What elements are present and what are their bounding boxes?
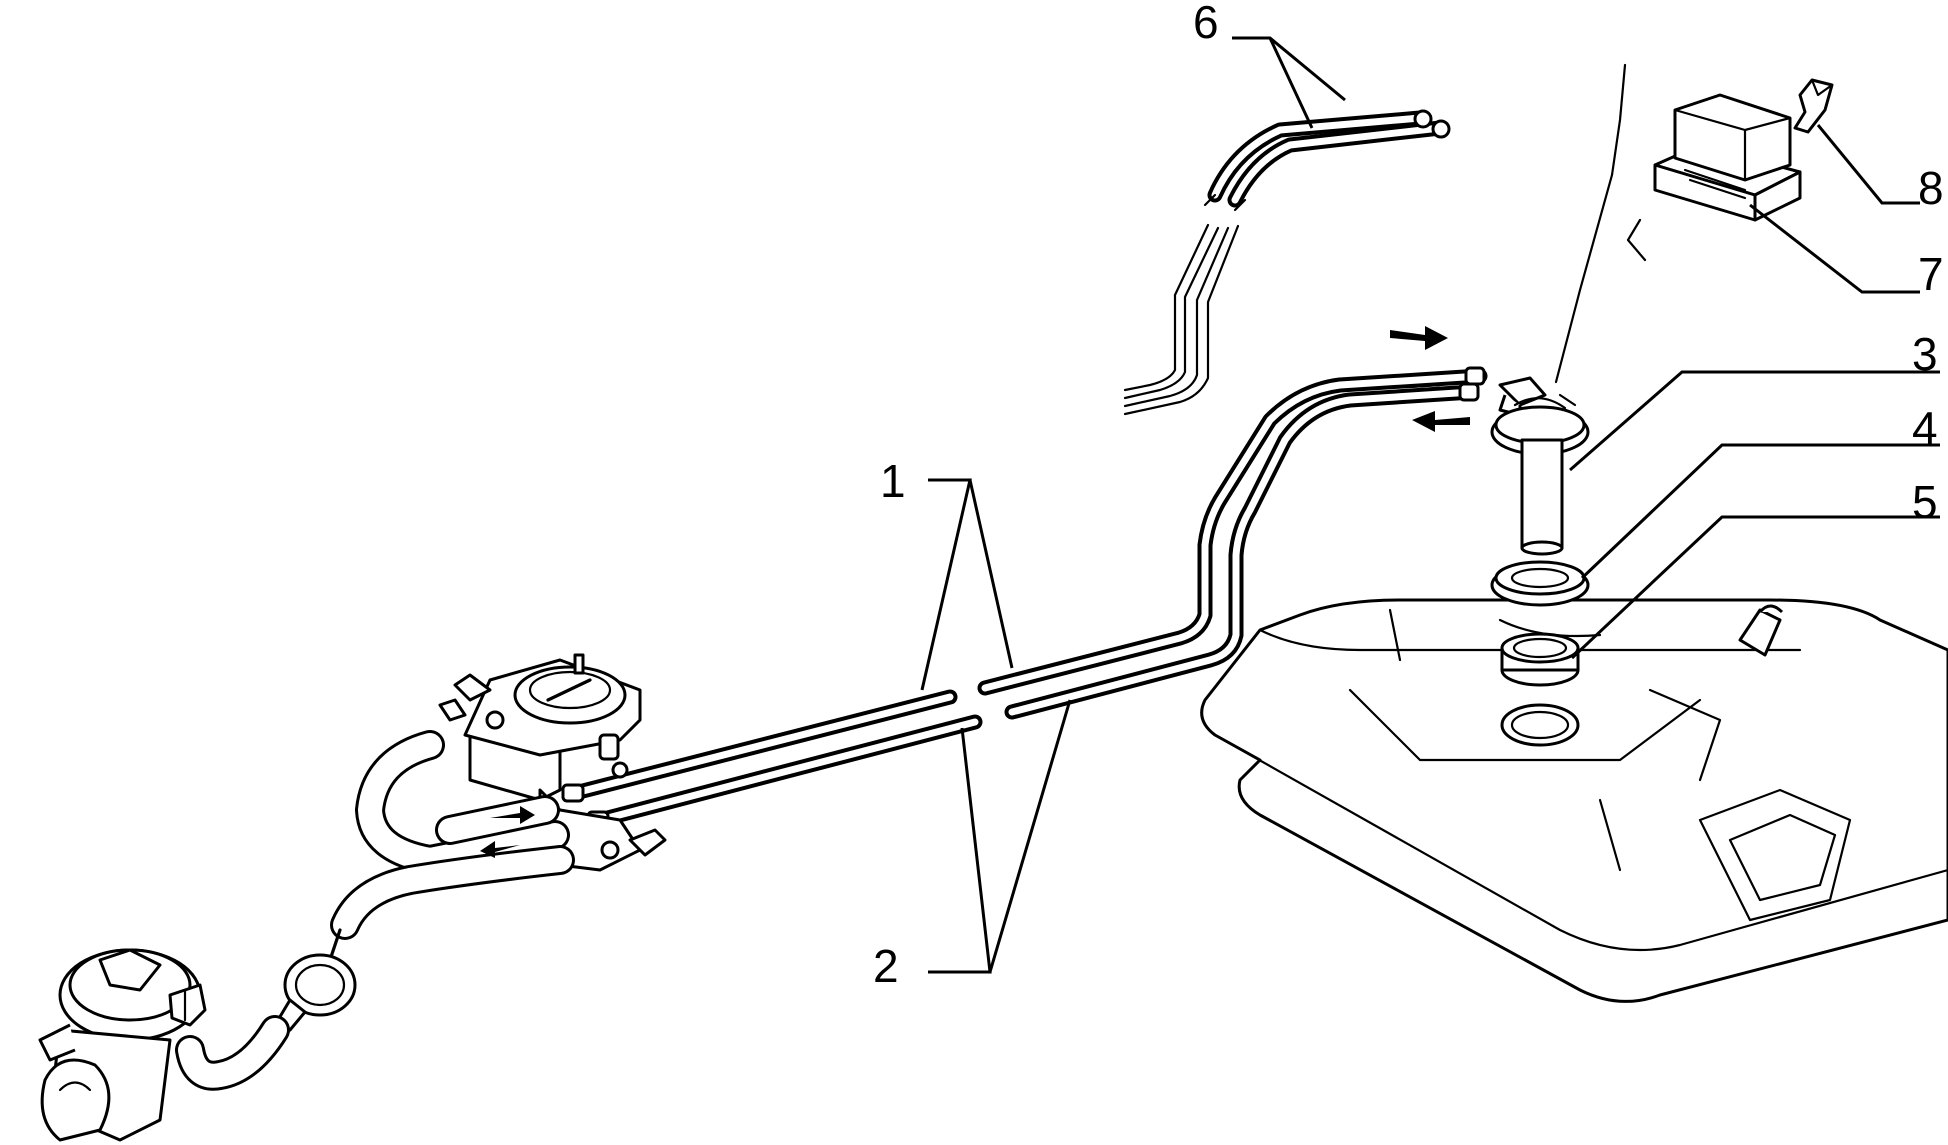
vent-hose-6	[1123, 109, 1451, 416]
callout-3: 3	[1912, 328, 1938, 380]
callout-numbers: 1 2 3 4 5 6 7 8	[873, 0, 1944, 992]
fuel-gauge-sender-3	[1490, 63, 1647, 556]
cover-box-7	[1653, 93, 1802, 222]
fuel-pump	[38, 948, 290, 1142]
leader-lines	[920, 36, 1940, 974]
carburettor	[438, 653, 667, 872]
fuel-pipe-1	[567, 368, 1488, 801]
fuel-filter	[276, 928, 357, 1032]
callout-8: 8	[1918, 162, 1944, 214]
clip-8	[1793, 78, 1834, 134]
callout-5: 5	[1912, 476, 1938, 528]
fuel-pipe-2	[592, 384, 1480, 828]
sealing-ring-4	[1490, 560, 1590, 607]
callout-1: 1	[880, 455, 906, 507]
fuel-tank	[1200, 598, 1948, 1003]
ring-nut-5	[1500, 632, 1580, 687]
flow-arrows	[1390, 326, 1470, 432]
flex-hoses	[330, 730, 575, 940]
callout-2: 2	[873, 940, 899, 992]
callout-7: 7	[1918, 248, 1944, 300]
callout-4: 4	[1912, 402, 1938, 454]
callout-6: 6	[1193, 0, 1219, 48]
